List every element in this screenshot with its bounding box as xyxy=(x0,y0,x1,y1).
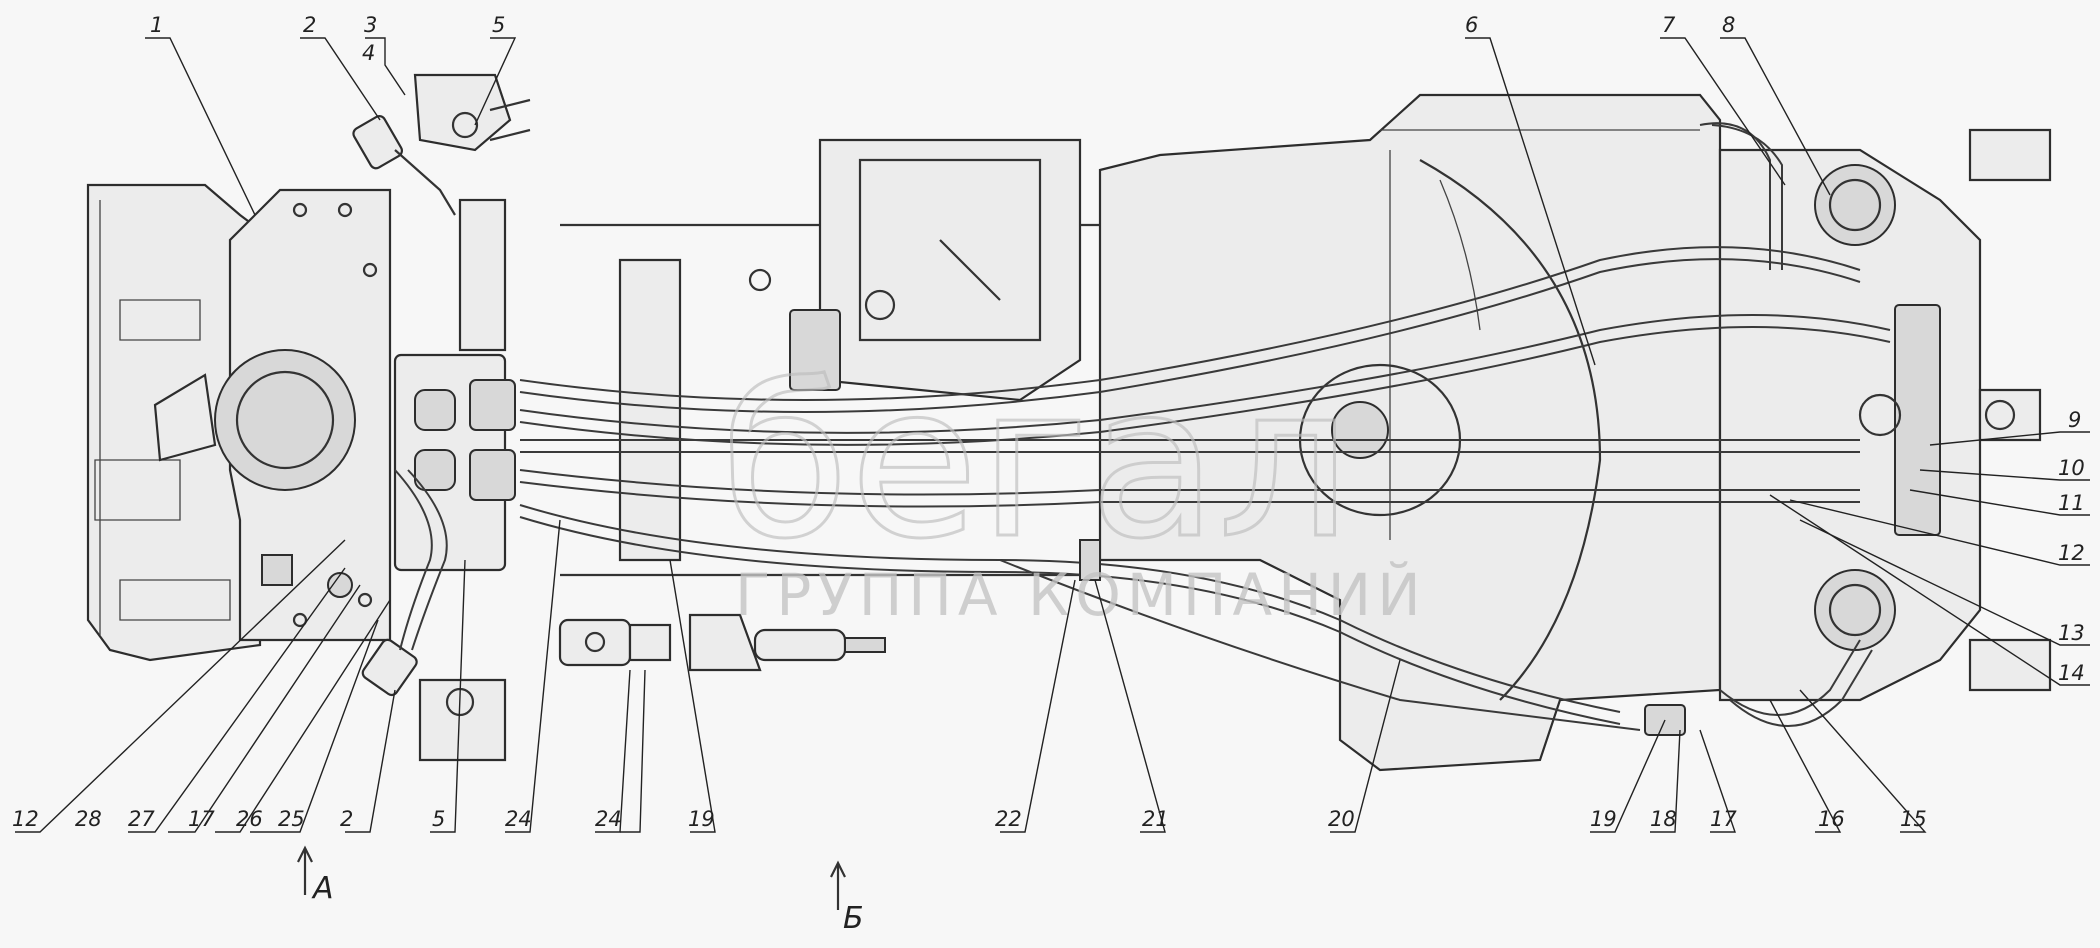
callout-7: 7 xyxy=(1662,13,1676,37)
callout-9: 9 xyxy=(2068,408,2081,432)
upper-fittings xyxy=(352,73,531,216)
callout-24-b: 24 xyxy=(595,807,622,831)
view-a-arrowhead xyxy=(297,845,313,863)
callout-labels: 1 2 3 4 5 6 7 8 9 10 11 12 13 14 12 28 2… xyxy=(12,13,2085,831)
pump-plate xyxy=(153,188,392,642)
callout-5: 5 xyxy=(492,13,505,37)
callout-24-a: 24 xyxy=(505,807,532,831)
callout-27: 27 xyxy=(128,807,155,831)
callout-11: 11 xyxy=(2058,491,2085,515)
callout-20: 20 xyxy=(1328,807,1355,831)
view-b-arrowhead xyxy=(830,860,846,878)
callout-26: 26 xyxy=(236,807,263,831)
callout-28: 28 xyxy=(75,807,102,831)
watermark: бегал ГРУППА КОМПАНИЙ xyxy=(719,339,1427,630)
callout-12-left: 12 xyxy=(12,807,39,831)
callout-8: 8 xyxy=(1722,13,1735,37)
rear-axle xyxy=(1718,128,2052,702)
callout-17-right: 17 xyxy=(1710,807,1737,831)
watermark-slogan: ГРУППА КОМПАНИЙ xyxy=(735,560,1427,629)
callout-15: 15 xyxy=(1900,807,1927,831)
main-body xyxy=(1098,93,1722,772)
callout-17-left: 17 xyxy=(188,807,215,831)
hydraulic-cylinder xyxy=(558,613,886,672)
callout-14: 14 xyxy=(2058,661,2085,685)
callout-19-right: 19 xyxy=(1590,807,1617,831)
callout-2: 2 xyxy=(303,13,316,37)
view-a-label: А xyxy=(311,871,334,906)
callout-4: 4 xyxy=(362,41,375,65)
valve-block xyxy=(393,198,516,572)
callout-12-right: 12 xyxy=(2058,541,2085,565)
callout-3: 3 xyxy=(364,13,377,37)
view-b-label: Б xyxy=(843,901,864,936)
callout-6: 6 xyxy=(1465,13,1478,37)
callout-25: 25 xyxy=(278,807,305,831)
callout-21: 21 xyxy=(1142,807,1169,831)
watermark-logo: бегал xyxy=(720,340,1352,585)
callout-22: 22 xyxy=(995,807,1022,831)
view-markers: А Б xyxy=(297,845,864,936)
callout-16: 16 xyxy=(1818,807,1845,831)
callout-18: 18 xyxy=(1650,807,1677,831)
center-frame xyxy=(560,138,1100,577)
lower-fittings xyxy=(361,469,507,762)
leader-lines xyxy=(15,37,2090,833)
hose-bundle xyxy=(519,122,1891,736)
callout-5-bottom: 5 xyxy=(432,807,445,831)
callout-13: 13 xyxy=(2058,621,2085,645)
callout-2-bottom: 2 xyxy=(340,807,353,831)
callout-1: 1 xyxy=(150,13,163,37)
callout-19-left: 19 xyxy=(688,807,715,831)
callout-10: 10 xyxy=(2058,456,2085,480)
